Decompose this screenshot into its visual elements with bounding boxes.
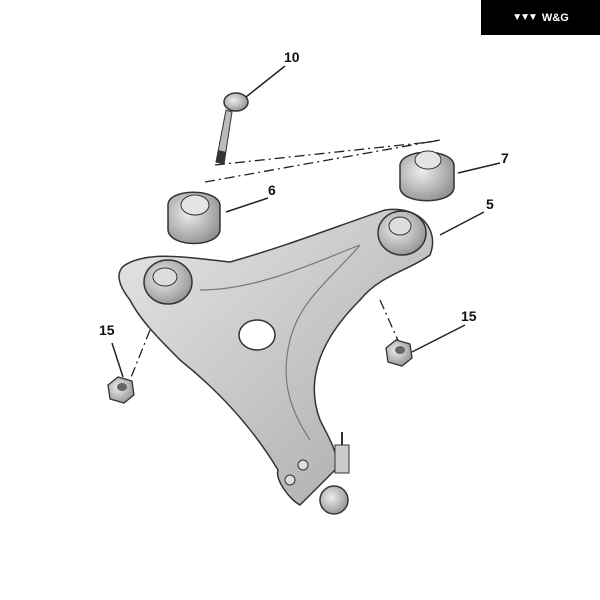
ball-joint — [284, 432, 350, 515]
bushing-7 — [399, 150, 455, 202]
nut-15-left — [107, 376, 135, 404]
bolt-10 — [215, 92, 249, 165]
callout-15-left: 15 — [99, 322, 115, 338]
front-bushing-in-arm — [143, 259, 193, 305]
callout-7: 7 — [501, 150, 509, 166]
leader-lines — [111, 65, 501, 378]
nut-15-right — [385, 339, 413, 367]
arm-hole — [238, 319, 276, 351]
brand-logo: ▼▼▼ W&G — [481, 0, 600, 35]
logo-mark-icon: ▼▼▼ — [512, 12, 538, 23]
rear-bushing-in-arm — [377, 210, 427, 256]
callout-6: 6 — [268, 182, 276, 198]
callout-5: 5 — [486, 196, 494, 212]
assembly-lines — [129, 139, 441, 381]
bushing-6 — [167, 191, 221, 245]
callout-15-right: 15 — [461, 308, 477, 324]
logo-text: W&G — [541, 11, 569, 24]
callout-10: 10 — [284, 49, 300, 65]
control-arm — [118, 208, 434, 506]
